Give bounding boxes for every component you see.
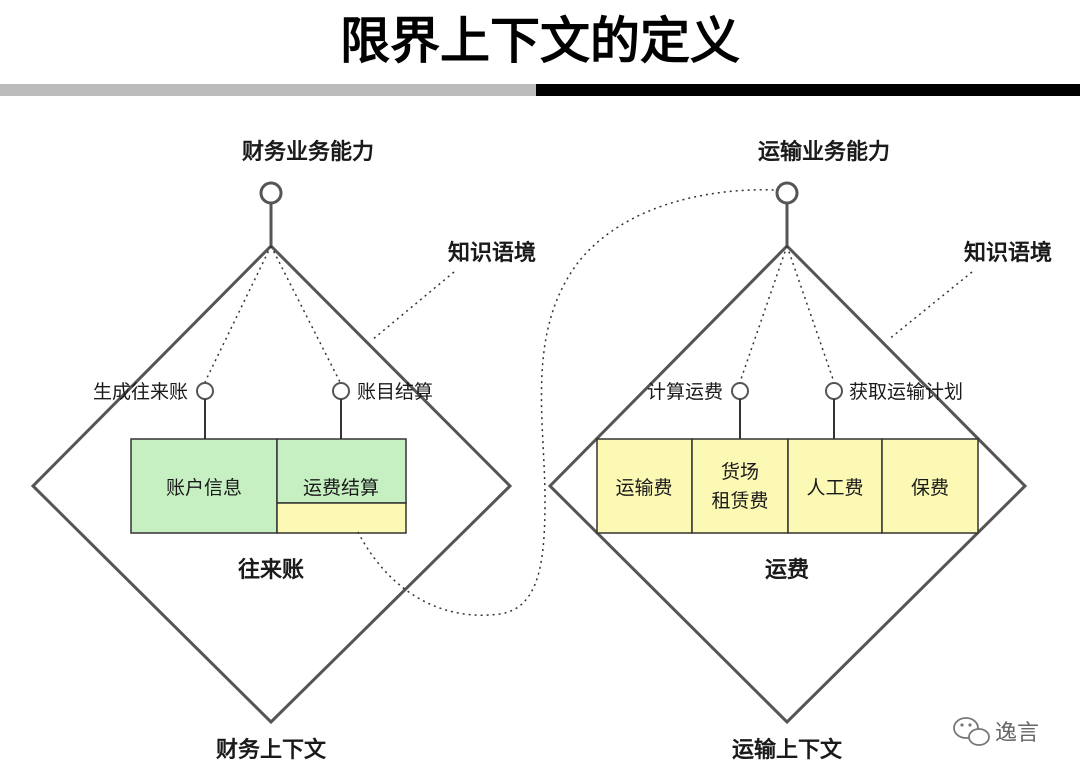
right-box-labor-fee-text: 人工费 (806, 477, 863, 499)
right-box-transport-fee (596, 438, 693, 534)
left-op2-port (332, 382, 350, 400)
wechat-icon (953, 717, 990, 746)
right-box-yard-rental (691, 438, 789, 534)
right-box-insurance-text: 保费 (911, 477, 949, 499)
right-op2-port (825, 382, 843, 400)
right-box-transport-fee-text: 运输费 (615, 477, 672, 499)
left-knowledge-leader (371, 271, 455, 341)
left-dotted-op1 (204, 245, 272, 383)
left-capability-label: 财务业务能力 (242, 139, 374, 165)
right-op2-label: 获取运输计划 (849, 381, 963, 403)
left-capability-port (259, 181, 283, 205)
right-context-diamond (547, 243, 1028, 725)
left-op1-port (196, 382, 214, 400)
right-dotted-op1 (739, 245, 788, 383)
left-context-diamond (30, 243, 513, 725)
left-op1-label: 生成往来账 (93, 381, 188, 403)
right-box-yard-rental-text-line1: 货场 (721, 461, 759, 483)
right-op1-label: 计算运费 (647, 381, 723, 403)
header-bar-light (0, 84, 536, 96)
left-box-yellow-strip (276, 502, 407, 534)
left-model-label: 往来账 (238, 557, 304, 583)
right-capability-port (775, 181, 799, 205)
right-op1-port (731, 382, 749, 400)
left-box-account-info (130, 438, 278, 534)
right-knowledge-label: 知识语境 (964, 240, 1052, 266)
context-relationship-curve (357, 189, 775, 616)
left-box-freight-settlement-text: 运费结算 (303, 477, 379, 499)
right-capability-label: 运输业务能力 (758, 139, 890, 165)
right-context-label: 运输上下文 (732, 737, 843, 763)
right-box-insurance (881, 438, 979, 534)
right-model-label: 运费 (765, 558, 809, 583)
right-dotted-op2 (786, 245, 835, 383)
left-context-label: 财务上下文 (216, 737, 327, 763)
right-knowledge-leader (887, 271, 973, 341)
header-bar-dark (536, 84, 1080, 96)
left-box-account-info-text: 账户信息 (166, 477, 242, 499)
right-box-labor-fee (787, 438, 883, 534)
left-knowledge-label: 知识语境 (448, 240, 536, 266)
left-op2-label: 账目结算 (357, 381, 433, 403)
page-title: 限界上下文的定义 (340, 12, 740, 70)
left-dotted-op2 (270, 245, 341, 383)
watermark-text: 逸言 (995, 721, 1039, 746)
right-box-yard-rental-text-line2: 租赁费 (711, 490, 768, 512)
